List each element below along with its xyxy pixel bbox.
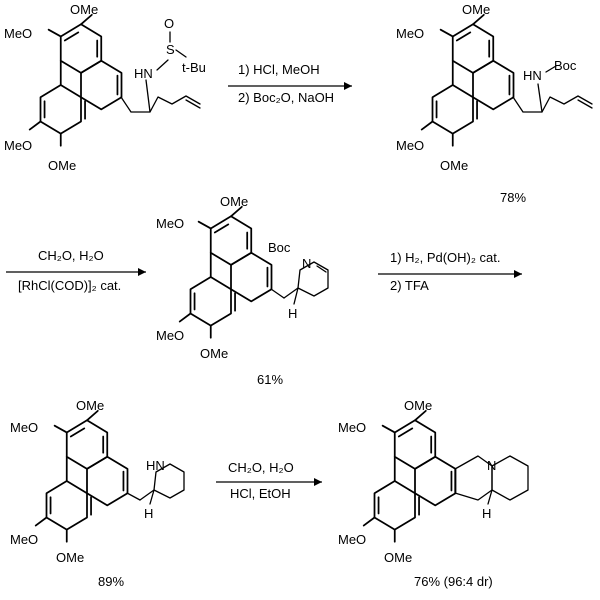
step4-reagent-2: HCl, EtOH xyxy=(230,486,291,501)
ome-label: OMe xyxy=(462,2,490,17)
meo-label: MeO xyxy=(396,138,424,153)
hn-label: HN xyxy=(146,458,165,473)
n-label: N xyxy=(487,458,496,473)
boc-label: Boc xyxy=(268,240,291,255)
step4: CH₂O, H₂O HCl, EtOH xyxy=(216,460,322,501)
meo-label: MeO xyxy=(4,138,32,153)
tetrahydropyridine-structure: OMe MeO MeO OMe N Boc H 61% xyxy=(156,194,329,387)
step2: CH₂O, H₂O [RhCl(COD)]₂ cat. xyxy=(6,248,146,293)
step1: 1) HCl, MeOH 2) Boc₂O, NaOH xyxy=(228,62,352,105)
n-label: N xyxy=(302,256,311,271)
boc-label: Boc xyxy=(554,58,577,73)
step1-reagent-1: 1) HCl, MeOH xyxy=(238,62,320,77)
meo-label: MeO xyxy=(338,532,366,547)
ome-label: OMe xyxy=(76,398,104,413)
meo-label: MeO xyxy=(10,532,38,547)
boc-amine-structure: OMe MeO MeO OMe HN Boc 78% xyxy=(396,2,593,205)
hn-label: HN xyxy=(523,68,542,83)
ome-label: OMe xyxy=(70,2,98,17)
ome-label: OMe xyxy=(440,158,468,173)
yield-piperidine: 89% xyxy=(98,574,124,589)
step3-reagent-2: 2) TFA xyxy=(390,278,429,293)
h-label: H xyxy=(482,506,491,521)
ome-label: OMe xyxy=(48,158,76,173)
ome-label: OMe xyxy=(384,550,412,565)
meo-label: MeO xyxy=(156,216,184,231)
yield-tetrahydropyridine: 61% xyxy=(257,372,283,387)
yield-final: 76% (96:4 dr) xyxy=(414,574,493,589)
step2-reagent-1: CH₂O, H₂O xyxy=(38,248,104,263)
step2-reagent-2: [RhCl(COD)]₂ cat. xyxy=(18,278,121,293)
hn-label: HN xyxy=(134,66,153,81)
yield-boc-amine: 78% xyxy=(500,190,526,205)
h-label: H xyxy=(288,306,297,321)
ome-label: OMe xyxy=(220,194,248,209)
step4-reagent-1: CH₂O, H₂O xyxy=(228,460,294,475)
tbu-label: t-Bu xyxy=(182,60,206,75)
piperidine-structure: OMe MeO MeO OMe HN H 89% xyxy=(10,398,185,589)
h-label: H xyxy=(144,506,153,521)
step1-reagent-2: 2) Boc₂O, NaOH xyxy=(238,90,334,105)
ome-label: OMe xyxy=(200,346,228,361)
meo-label: MeO xyxy=(396,26,424,41)
meo-label: MeO xyxy=(156,328,184,343)
meo-label: MeO xyxy=(4,26,32,41)
sulfur-label: S xyxy=(166,42,175,57)
meo-label: MeO xyxy=(338,420,366,435)
step3-reagent-1: 1) H₂, Pd(OH)₂ cat. xyxy=(390,250,501,265)
final-product-structure: OMe MeO MeO OMe N H 76% (96:4 dr) xyxy=(338,398,529,589)
oxygen-label: O xyxy=(164,16,174,31)
step3: 1) H₂, Pd(OH)₂ cat. 2) TFA xyxy=(378,250,522,293)
meo-label: MeO xyxy=(10,420,38,435)
sulfinamide-structure: OMe MeO MeO OMe HN S O t-Bu xyxy=(4,2,206,173)
ome-label: OMe xyxy=(404,398,432,413)
ome-label: OMe xyxy=(56,550,84,565)
